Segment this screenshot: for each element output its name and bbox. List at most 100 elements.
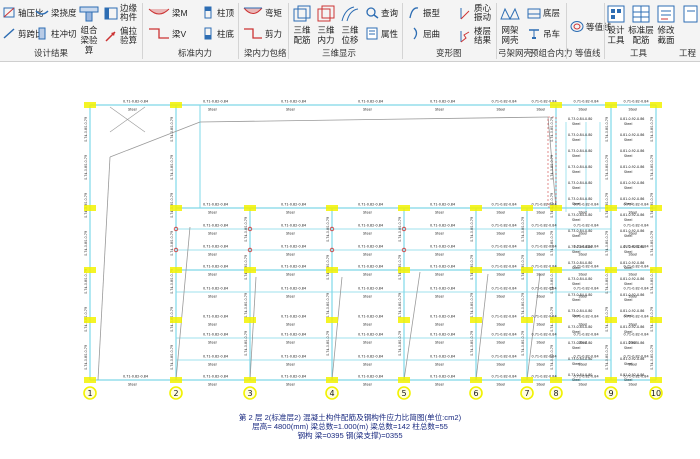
member-ratio-label: 0.71-0.82-0.84	[358, 333, 383, 337]
member-type-label: Steel	[572, 266, 580, 270]
eccentric-tension-button[interactable]: 偏拉验算	[104, 27, 142, 45]
member-ratio-label: 0.81-0.92-0.86	[620, 181, 644, 185]
edge-member-button[interactable]: 边缘构件	[104, 4, 142, 22]
member-type-label: Steel	[624, 170, 632, 174]
3d-reinforcement-button[interactable]: 三维配筋	[291, 4, 313, 45]
composite-beam-icon	[79, 6, 99, 22]
member-type-label: Steel	[363, 211, 372, 215]
column-ratio-label: 0.74-0.80-0.79	[550, 269, 554, 294]
design-tool-icon	[607, 5, 625, 23]
joint-marker	[170, 102, 182, 108]
buckling-button[interactable]: 屈曲	[407, 27, 440, 40]
member-ratio-label: 0.73-0.84-0.80	[568, 309, 592, 313]
beam-v-button[interactable]: 梁V	[148, 27, 186, 40]
axis-number-label: 8	[553, 389, 558, 398]
member-type-label: Steel	[363, 363, 372, 367]
member-ratio-label: 0.71-0.82-0.84	[281, 287, 306, 291]
member-type-label: Steel	[435, 253, 444, 257]
axis-bubble-circle	[549, 386, 563, 400]
member-ratio-label: 0.73-0.84-0.80	[568, 277, 592, 281]
contour-button[interactable]: 等值线	[570, 20, 612, 33]
member-type-label: Steel	[286, 108, 295, 112]
member-type-label: Steel	[579, 363, 588, 367]
joint-marker	[398, 205, 410, 211]
member-type-label: Steel	[572, 218, 580, 222]
member-ratio-label: 0.73-0.84-0.80	[568, 165, 592, 169]
design-tool-button[interactable]: 设计工具	[605, 4, 627, 45]
axis-number-label: 5	[401, 389, 406, 398]
joint-marker	[650, 205, 662, 211]
shear-span-ratio-button[interactable]: 剪跨比	[2, 27, 44, 40]
member-ratio-label: 0.71-0.82-0.84	[532, 203, 557, 207]
member-ratio-label: 0.71-0.82-0.84	[532, 355, 557, 359]
engineering-button[interactable]	[681, 4, 699, 25]
shear-envelope-button[interactable]: 剪力	[243, 27, 282, 40]
centroid-vibration-button[interactable]: 质心振动	[458, 4, 496, 22]
member-ratio-label: 0.81-0.92-0.86	[620, 357, 644, 361]
member-type-label: Steel	[208, 341, 217, 345]
column-bottom-button[interactable]: 柱底	[201, 27, 234, 40]
moment-envelope-button[interactable]: 弯矩	[243, 6, 282, 19]
space-truss-button[interactable]: 网架网壳	[499, 4, 521, 45]
member-type-label: Steel	[497, 383, 506, 387]
beam-m-button[interactable]: 梁M	[148, 6, 188, 19]
bottom-floor-icon	[527, 8, 541, 19]
column-ratio-label: 0.74-0.80-0.79	[650, 155, 654, 180]
member-ratio-label: 0.71-0.82-0.84	[492, 265, 517, 269]
member-type-label: Steel	[435, 232, 444, 236]
member-ratio-label: 0.73-0.84-0.80	[568, 229, 592, 233]
member-ratio-label: 0.71-0.82-0.84	[203, 203, 228, 207]
member-type-label: Steel	[572, 154, 580, 158]
bottom-floor-button[interactable]: 底层	[527, 6, 560, 19]
drawing-caption-line-2: 层高= 4800(mm) 梁总数=1.000(m) 梁总数=142 柱总数=55	[252, 422, 448, 431]
3d-displacement-button[interactable]: 三维位移	[339, 4, 361, 45]
column-punching-button[interactable]: 柱冲切	[35, 27, 77, 40]
std-floor-reinforcement-button[interactable]: 标准层配筋	[627, 4, 655, 45]
beam-deflection-button[interactable]: 梁挠度	[35, 6, 77, 19]
column-ratio-label: 0.74-0.80-0.79	[521, 293, 525, 318]
member-type-label: Steel	[579, 273, 588, 277]
ribbon-toolbar: 轴压比 梁挠度 剪跨比 柱冲切 组合梁验算 边缘构件 偏拉验算 设计结果	[0, 0, 700, 62]
member-ratio-label: 0.71-0.82-0.84	[358, 224, 383, 228]
column-top-button[interactable]: 柱顶	[201, 6, 234, 19]
member-type-label: Steel	[497, 273, 506, 277]
column-ratio-label: 0.74-0.80-0.79	[550, 155, 554, 180]
floor-result-button[interactable]: 楼层结果	[458, 27, 496, 45]
member-ratio-label: 0.71-0.82-0.84	[492, 375, 517, 379]
axis-bubble-circle	[604, 386, 618, 400]
mode-shape-button[interactable]: 振型	[407, 6, 440, 19]
member-type-label: Steel	[579, 295, 588, 299]
member-type-label: Steel	[629, 383, 638, 387]
3d-force-icon	[317, 5, 335, 22]
member-type-label: Steel	[286, 253, 295, 257]
query-button[interactable]: 查询	[365, 6, 398, 19]
group-separator	[566, 3, 567, 59]
joint-marker	[84, 377, 96, 383]
modify-section-icon	[657, 5, 675, 23]
axis-number-label: 4	[329, 389, 334, 398]
crane-button[interactable]: 吊车	[527, 27, 560, 40]
axial-ratio-button[interactable]: 轴压比	[2, 6, 44, 19]
column-ratio-label: 0.74-0.80-0.79	[521, 217, 525, 242]
edge-member-icon	[104, 7, 118, 19]
member-ratio-label: 0.73-0.84-0.80	[568, 213, 592, 217]
bracing-line	[547, 116, 557, 209]
joint-marker	[244, 205, 256, 211]
column-ratio-label: 0.74-0.80-0.79	[398, 293, 402, 318]
axis-bubble-circle	[649, 386, 663, 400]
member-ratio-label: 0.71-0.82-0.84	[123, 375, 148, 379]
member-type-label: Steel	[629, 273, 638, 277]
column-ratio-label: 0.74-0.80-0.79	[326, 217, 330, 242]
member-type-label: Steel	[629, 295, 638, 299]
joint-marker	[605, 317, 617, 323]
member-type-label: Steel	[624, 218, 632, 222]
composite-beam-check-button[interactable]: 组合梁验算	[78, 4, 100, 55]
modify-section-button[interactable]: 修改截面	[655, 4, 677, 45]
group-separator	[496, 3, 497, 59]
member-ratio-label: 0.71-0.82-0.84	[430, 355, 455, 359]
3d-force-button[interactable]: 三维内力	[315, 4, 337, 45]
member-ratio-label: 0.81-0.92-0.86	[620, 117, 644, 121]
properties-button[interactable]: 属性	[365, 27, 398, 40]
member-ratio-label: 0.71-0.82-0.84	[281, 315, 306, 319]
